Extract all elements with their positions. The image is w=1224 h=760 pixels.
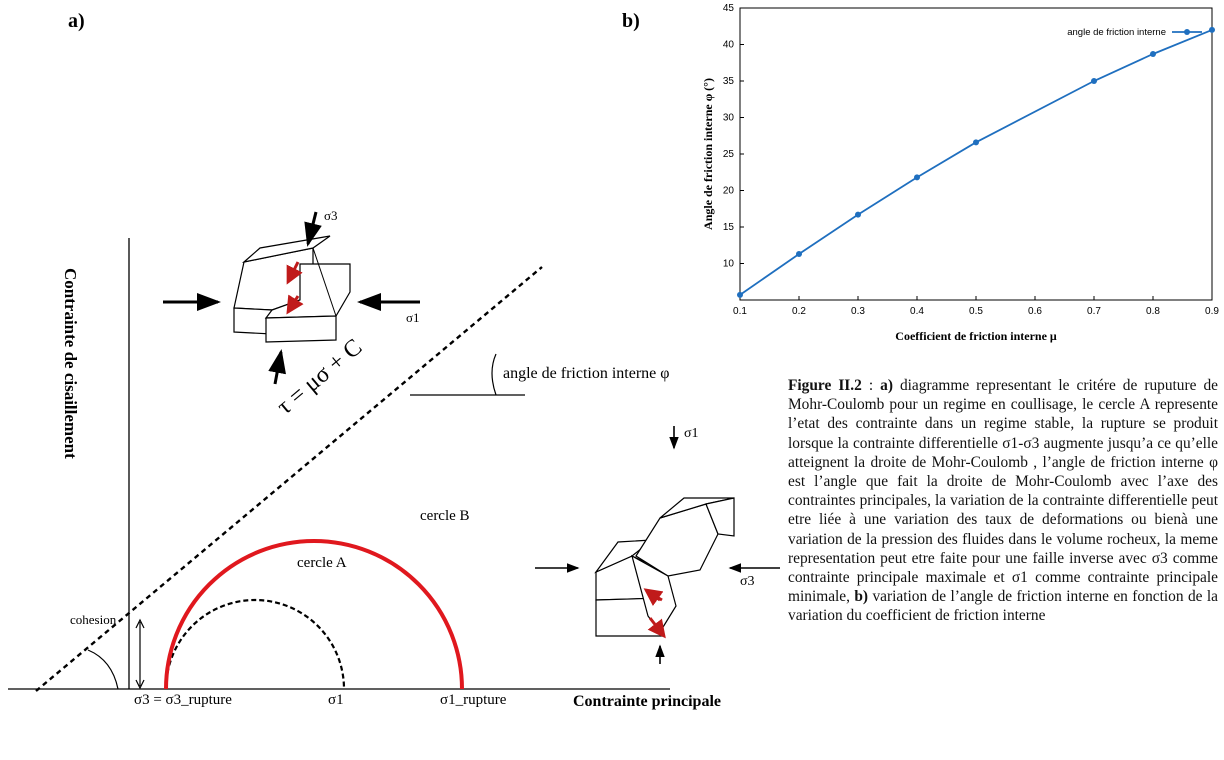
x-tick-label: 0.5 bbox=[969, 306, 983, 317]
series-line bbox=[739, 29, 1213, 296]
circle-b bbox=[164, 539, 464, 690]
plot-frame bbox=[739, 7, 1213, 301]
block1-sigma1-label: σ1 bbox=[406, 310, 420, 325]
caption-a-marker: a) bbox=[880, 377, 893, 394]
data-point bbox=[1150, 50, 1156, 57]
chart-legend: angle de friction interne bbox=[1067, 27, 1202, 38]
block2-sigma1-label: σ1 bbox=[684, 426, 699, 441]
y-tick-label: 15 bbox=[723, 222, 735, 233]
block-diagram-2 bbox=[535, 426, 780, 664]
x-tick-label: 0.8 bbox=[1146, 306, 1160, 317]
y-axis-label-wrap: Contrainte de cisaillement bbox=[61, 268, 80, 468]
friction-chart: 0.1 0.2 0.3 0.4 0.5 0.6 0.7 0.8 0.9 10 15 20 25 30 35 4… bbox=[701, 3, 1220, 343]
x-tick-label: 0.7 bbox=[1087, 306, 1101, 317]
data-point bbox=[914, 174, 920, 181]
mohr-coulomb-line bbox=[35, 266, 543, 692]
mohr-coulomb-diagram bbox=[8, 211, 780, 692]
data-point bbox=[1209, 26, 1215, 33]
sigma3-rupture-label: σ3 = σ3_rupture bbox=[134, 692, 232, 708]
data-point bbox=[737, 291, 743, 298]
caption-b-marker: b) bbox=[854, 588, 869, 606]
sigma1-label: σ1 bbox=[328, 692, 344, 708]
origin-angle-arc bbox=[87, 649, 119, 690]
friction-angle-arc bbox=[491, 353, 497, 396]
x-tick-label: 0.2 bbox=[792, 306, 806, 317]
x-tick-label: 0.1 bbox=[733, 306, 747, 317]
chart-y-label: Angle de friction interne φ (°) bbox=[701, 78, 715, 230]
circle-a bbox=[164, 598, 346, 690]
figure-caption: Figure II.2 : a) diagramme representant … bbox=[788, 376, 1218, 626]
caption-sep: : bbox=[861, 377, 881, 394]
tick-layer: 0.1 0.2 0.3 0.4 0.5 0.6 0.7 0.8 0.9 10 15 20 25 30 35 4… bbox=[723, 3, 1220, 317]
y-tick-label: 10 bbox=[723, 259, 735, 270]
series-layer bbox=[737, 26, 1215, 298]
panel-b-label: b) bbox=[622, 10, 640, 32]
caption-figure-id: Figure II.2 bbox=[788, 377, 862, 394]
data-point bbox=[973, 139, 979, 146]
x-axis-label: Contrainte principale bbox=[573, 693, 721, 710]
x-tick-label: 0.6 bbox=[1028, 306, 1042, 317]
panel-a-label: a) bbox=[68, 10, 85, 32]
block1-sigma3-label: σ3 bbox=[324, 208, 338, 223]
friction-angle-label: angle de friction interne φ bbox=[503, 365, 670, 382]
x-tick-label: 0.3 bbox=[851, 306, 865, 317]
sigma1-rupture-label: σ1_rupture bbox=[440, 692, 507, 708]
legend-label: angle de friction interne bbox=[1067, 27, 1166, 38]
y-tick-label: 20 bbox=[723, 186, 735, 197]
data-point bbox=[855, 211, 861, 218]
block2-sigma3-label: σ3 bbox=[740, 574, 755, 589]
data-point bbox=[1091, 78, 1097, 84]
caption-text-b: variation de l’angle de friction interne… bbox=[788, 588, 1218, 625]
caption-text-a: diagramme representant le critére de rup… bbox=[788, 377, 1218, 606]
x-tick-label: 0.4 bbox=[910, 306, 924, 317]
x-tick-label: 0.9 bbox=[1205, 306, 1219, 317]
cohesion-label: cohesion bbox=[70, 612, 117, 627]
y-axis-label: Contrainte de cisaillement bbox=[61, 268, 80, 459]
legend-marker bbox=[1184, 29, 1190, 35]
circle-b-label: cercle B bbox=[420, 508, 470, 524]
y-tick-label: 40 bbox=[723, 40, 735, 51]
y-tick-label: 25 bbox=[723, 149, 735, 160]
chart-x-label: Coefficient de friction interne μ bbox=[895, 329, 1057, 343]
y-tick-label: 35 bbox=[723, 76, 735, 87]
y-tick-label: 30 bbox=[723, 113, 735, 124]
data-point bbox=[796, 251, 802, 258]
y-tick-label: 45 bbox=[723, 3, 735, 14]
circle-a-label: cercle A bbox=[297, 555, 347, 571]
block-diagram-1 bbox=[163, 211, 420, 385]
